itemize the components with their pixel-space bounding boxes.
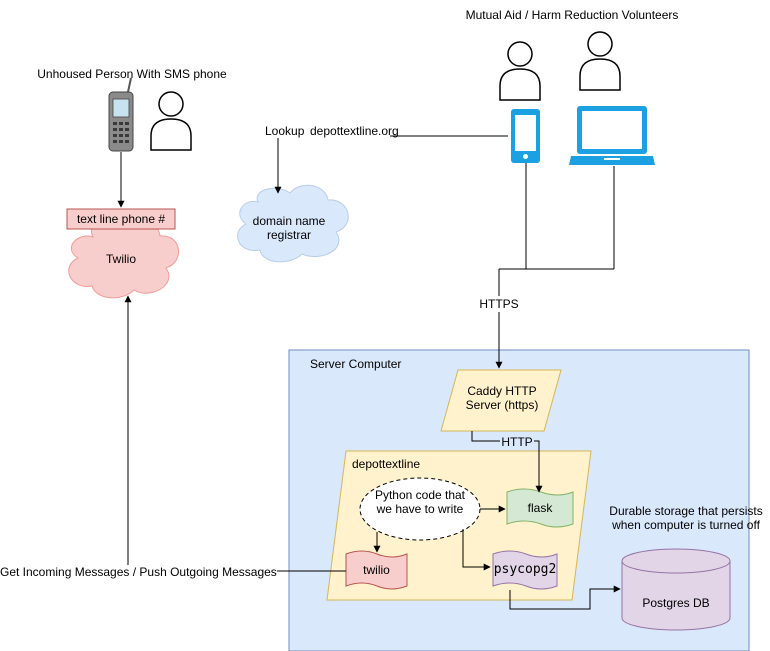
caddy-label: Caddy HTTP Server (https) (465, 384, 539, 412)
flask-label: flask (527, 501, 553, 515)
depottextline-label: depottextline (352, 457, 421, 471)
domain-registrar-cloud (237, 184, 349, 263)
text-line-phone-label: text line phone # (76, 212, 166, 226)
volunteers-title: Mutual Aid / Harm Reduction Volunteers (465, 8, 679, 22)
twilio-lib-box (345, 550, 408, 590)
flask-box (506, 488, 574, 528)
person-icon (150, 91, 192, 151)
person-icon (579, 31, 621, 91)
sms-person-title: Unhoused Person With SMS phone (37, 67, 227, 81)
postgres-label: Postgres DB (642, 596, 710, 610)
text-line-phone-box (66, 208, 176, 230)
http-label: HTTP (500, 435, 534, 449)
lookup-label: Lookup (265, 124, 305, 138)
cell-phone-icon (108, 77, 134, 152)
psycopg2-box (492, 550, 558, 590)
psycopg2-label: psycopg2 (493, 562, 557, 577)
server-computer-label: Server Computer (310, 357, 402, 371)
domain-registrar-label: domain name registrar (252, 214, 326, 242)
https-label: HTTPS (474, 297, 524, 311)
mobile-phone-icon (511, 109, 540, 163)
python-code-label: Python code that we have to write (374, 488, 466, 516)
domain-label: depottextline.org (310, 124, 399, 138)
twilio-cloud-label: Twilio (105, 252, 136, 266)
laptop-icon (569, 106, 655, 165)
caddy-server-box (440, 369, 562, 432)
postgres-db-cylinder (621, 548, 731, 631)
person-icon (499, 41, 541, 101)
durable-storage-label: Durable storage that persists when compu… (609, 504, 763, 532)
twilio-lib-label: twilio (363, 563, 390, 577)
incoming-outgoing-label: Get Incoming Messages / Push Outgoing Me… (0, 565, 277, 579)
